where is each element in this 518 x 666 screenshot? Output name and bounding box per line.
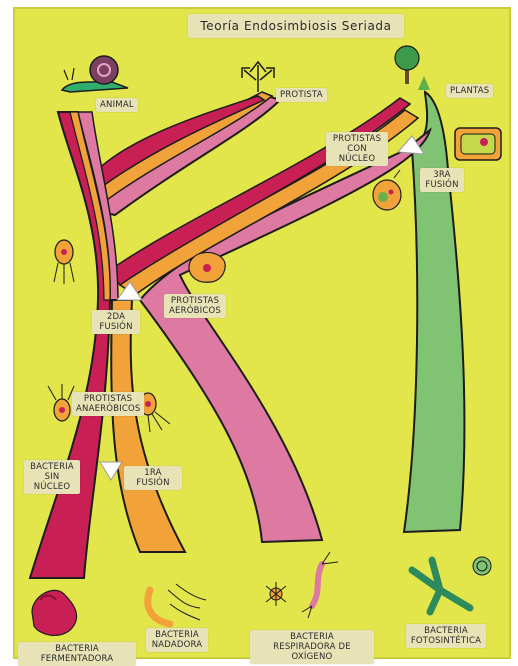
label-plantas: PLANTAS [446,84,493,98]
label-bacteria-nadadora: BACTERIA NADADORA [146,628,208,652]
label-second-fusion: 2DA FUSIÓN [92,310,140,334]
label-animal: ANIMAL [96,98,138,112]
label-protista: PROTISTA [276,88,327,102]
label-bacteria-fotosintetica: BACTERIA FOTOSINTÉTICA [406,624,486,648]
label-bacteria-fermentadora: BACTERIA FERMENTADORA [18,642,136,666]
label-protistas-con-nucleo: PROTISTAS CON NÚCLEO [326,132,388,166]
label-first-fusion: 1RA FUSIÓN [124,466,182,490]
page-title: Teoría Endosimbiosis Seriada [188,14,404,38]
label-bacteria-sin-nucleo: BACTERIA SIN NÚCLEO [24,460,80,494]
label-protistas-anaerobicos: PROTISTAS ANAERÓBICOS [72,392,144,416]
label-protistas-aerobicos: PROTISTAS AERÓBICOS [164,294,226,318]
label-third-fusion: 3RA FUSIÓN [420,168,464,192]
plant-cell-icon [455,128,501,160]
aerobic-cell-icon [189,252,225,282]
label-bacteria-respiradora: BACTERIA RESPIRADORA DE OXÍGENO [250,630,374,664]
